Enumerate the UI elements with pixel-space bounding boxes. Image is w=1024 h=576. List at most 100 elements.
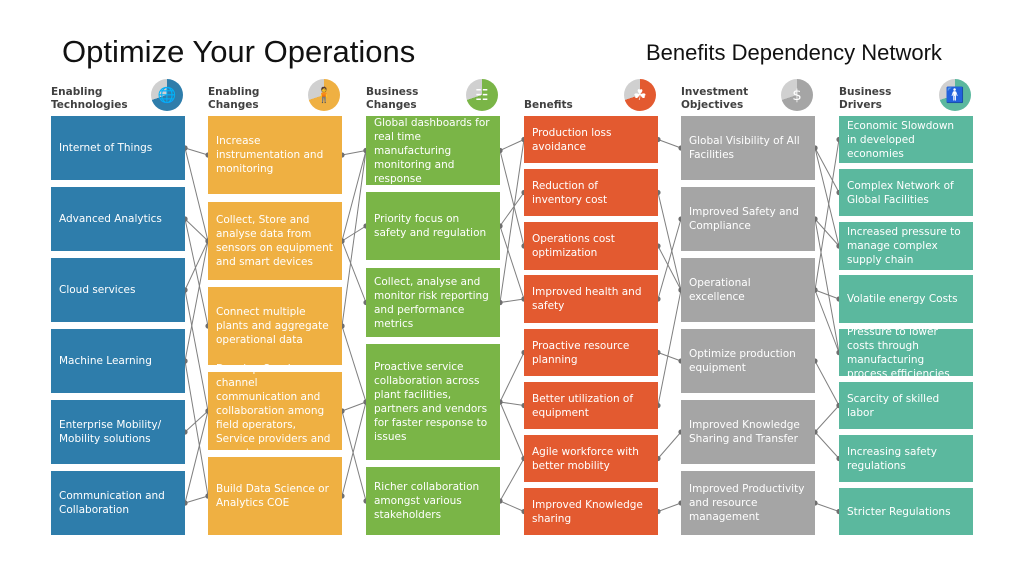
network-node: Internet of Things	[51, 116, 185, 180]
dependency-link	[657, 192, 682, 291]
dependency-link	[184, 410, 209, 433]
network-node: Economic Slowdown in developed economies	[839, 116, 973, 163]
tree-icon: ☘	[624, 79, 656, 111]
network-node: Global dashboards for real time manufact…	[366, 116, 500, 185]
network-node: Increasing safety regulations	[839, 435, 973, 482]
dependency-link	[657, 289, 682, 406]
page-title: Optimize Your Operations	[62, 34, 416, 69]
dependency-link	[499, 192, 525, 227]
dependency-link	[499, 500, 525, 512]
network-node: Reduction of inventory cost	[524, 169, 658, 216]
dependency-link	[657, 431, 682, 459]
network-node: Volatile energy Costs	[839, 275, 973, 323]
network-node: Collect, Store and analyse data from sen…	[208, 202, 342, 280]
page-subtitle: Benefits Dependency Network	[646, 40, 942, 65]
network-node: Collect, analyse and monitor risk report…	[366, 268, 500, 337]
dependency-link	[814, 289, 840, 353]
column-heading: Enabling Changes	[208, 86, 260, 111]
dependency-link	[341, 410, 367, 502]
dependency-link	[184, 495, 209, 504]
column-heading: Business Drivers	[839, 86, 892, 111]
dependency-link	[341, 150, 367, 242]
network-node: Increase instrumentation and monitoring	[208, 116, 342, 194]
dependency-link	[184, 410, 209, 504]
network-node: Advanced Analytics	[51, 187, 185, 251]
dependency-link	[814, 139, 840, 291]
dependency-link	[657, 502, 682, 512]
network-node: Enterprise Mobility/ Mobility solutions	[51, 400, 185, 464]
network-node: Global Visibility of All Facilities	[681, 116, 815, 180]
dependency-link	[341, 150, 367, 156]
network-icon: ☷	[466, 79, 498, 111]
network-node: Proactive service collaboration across p…	[366, 344, 500, 460]
dependency-link	[499, 139, 525, 151]
dependency-link	[499, 298, 525, 303]
dependency-link	[499, 139, 525, 303]
column-heading: Investment Objectives	[681, 86, 749, 111]
dependency-link	[341, 401, 367, 497]
dependency-link	[657, 218, 682, 300]
column-heading: Benefits	[524, 99, 573, 111]
network-node: Operations cost optimization	[524, 222, 658, 270]
dependency-link	[499, 150, 525, 247]
network-node: Agile workforce with better mobility	[524, 435, 658, 482]
network-node: Improved Safety and Compliance	[681, 187, 815, 251]
network-node: Build Data Science or Analytics COE	[208, 457, 342, 535]
dependency-link	[814, 431, 840, 459]
dependency-link	[814, 218, 840, 353]
globe-icon: 🌐	[151, 79, 183, 111]
dependency-link	[499, 401, 525, 406]
dependency-link	[814, 147, 840, 193]
network-node: Production loss avoidance	[524, 116, 658, 163]
network-node: Improved Productivity and resource manag…	[681, 471, 815, 535]
column-heading: Business Changes	[366, 86, 419, 111]
dependency-link	[341, 401, 367, 412]
network-node: Communication and Collaboration	[51, 471, 185, 535]
network-node: Improved Knowledge sharing	[524, 488, 658, 535]
network-node: Scarcity of skilled labor	[839, 382, 973, 429]
dependency-link	[184, 218, 209, 327]
dependency-link	[657, 245, 682, 291]
dependency-link	[814, 405, 840, 433]
money-hand-icon: $	[781, 79, 813, 111]
dependency-link	[657, 352, 682, 362]
network-node: Pressure to lower costs through manufact…	[839, 326, 973, 380]
network-node: Increased pressure to manage complex sup…	[839, 222, 973, 270]
dependency-link	[184, 218, 209, 242]
column-heading: Enabling Technologies	[51, 86, 128, 111]
dependency-link	[184, 360, 209, 497]
dependency-link	[499, 458, 525, 502]
network-node: Cloud services	[51, 258, 185, 322]
dependency-link	[184, 147, 209, 156]
dependency-link	[184, 240, 209, 362]
dependency-link	[341, 150, 367, 327]
dependency-link	[184, 147, 209, 242]
network-node: Operational excellence	[681, 258, 815, 322]
dependency-link	[184, 289, 209, 412]
person-chart-icon: 🚹	[939, 79, 971, 111]
dependency-link	[499, 401, 525, 459]
dependency-link	[814, 502, 840, 512]
network-node: Complex Network of Global Facilities	[839, 169, 973, 216]
dependency-link	[341, 240, 367, 303]
network-node: Improved Knowledge Sharing and Transfer	[681, 400, 815, 464]
presenter-icon: 🧍	[308, 79, 340, 111]
dependency-link	[341, 325, 367, 403]
dependency-link	[657, 139, 682, 149]
network-node: Optimize production equipment	[681, 329, 815, 393]
network-node: Connect multiple plants and aggregate op…	[208, 287, 342, 365]
network-node: Develop Omni-channel communication and c…	[208, 363, 342, 459]
dependency-link	[814, 360, 840, 406]
dependency-link	[499, 225, 525, 300]
dependency-link	[499, 352, 525, 403]
network-node: Richer collaboration amongst various sta…	[366, 467, 500, 535]
network-node: Stricter Regulations	[839, 488, 973, 535]
network-node: Improved health and safety	[524, 275, 658, 323]
network-node: Machine Learning	[51, 329, 185, 393]
network-node: Proactive resource planning	[524, 329, 658, 376]
dependency-link	[184, 240, 209, 291]
network-node: Better utilization of equipment	[524, 382, 658, 429]
dependency-link	[814, 147, 840, 247]
dependency-link	[814, 218, 840, 247]
network-node: Priority focus on safety and regulation	[366, 192, 500, 260]
